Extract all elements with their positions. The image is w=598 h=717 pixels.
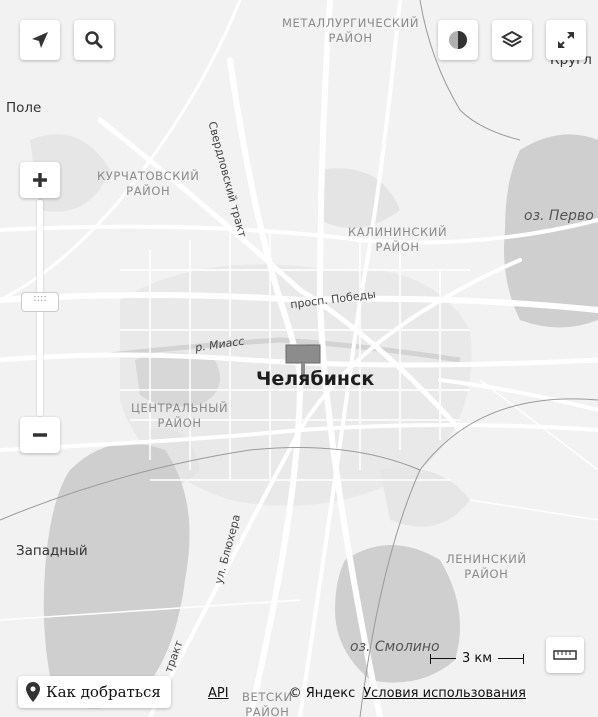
scale-line: 3 км — [430, 647, 525, 669]
traffic-button[interactable] — [438, 20, 478, 60]
scale-bar-left — [430, 653, 456, 664]
geolocation-button[interactable] — [20, 20, 60, 60]
copyright-text: © Яндекс — [288, 685, 356, 701]
ruler-button[interactable] — [546, 637, 584, 673]
search-button[interactable] — [74, 20, 114, 60]
route-button-label: Как добраться — [46, 683, 161, 701]
search-icon — [85, 31, 103, 49]
traffic-icon — [449, 31, 467, 49]
layers-button[interactable] — [492, 20, 532, 60]
lake-west — [43, 443, 190, 709]
map-pin-icon — [26, 682, 40, 702]
api-link[interactable]: API — [208, 685, 229, 701]
terms-link[interactable]: Условия использования — [363, 685, 526, 701]
zoom-out-button[interactable] — [20, 417, 60, 453]
zoom-slider-handle[interactable]: :::: — [21, 292, 59, 312]
lake-label-smolino: оз. Смолино — [350, 639, 440, 655]
scale-bar-right — [498, 653, 525, 664]
scale-label: 3 км — [462, 650, 493, 666]
city-marker[interactable] — [285, 344, 321, 379]
city-label: Челябинск — [256, 368, 375, 390]
place-label-pole: Поле — [6, 100, 42, 116]
route-button[interactable]: Как добраться — [18, 676, 171, 708]
ruler-icon — [553, 650, 577, 660]
fullscreen-button[interactable] — [546, 20, 586, 60]
expand-icon — [558, 32, 574, 48]
place-label-zapadny: Западный — [16, 543, 88, 559]
bottom-bar: API © Яндекс Условия использования — [208, 680, 526, 706]
minus-icon — [33, 433, 47, 437]
zoom-in-button[interactable] — [20, 162, 60, 198]
lake-label-pervoe: оз. Перво — [524, 208, 594, 224]
layers-icon — [501, 30, 523, 48]
location-arrow-icon — [32, 32, 48, 48]
plus-icon — [33, 173, 47, 187]
